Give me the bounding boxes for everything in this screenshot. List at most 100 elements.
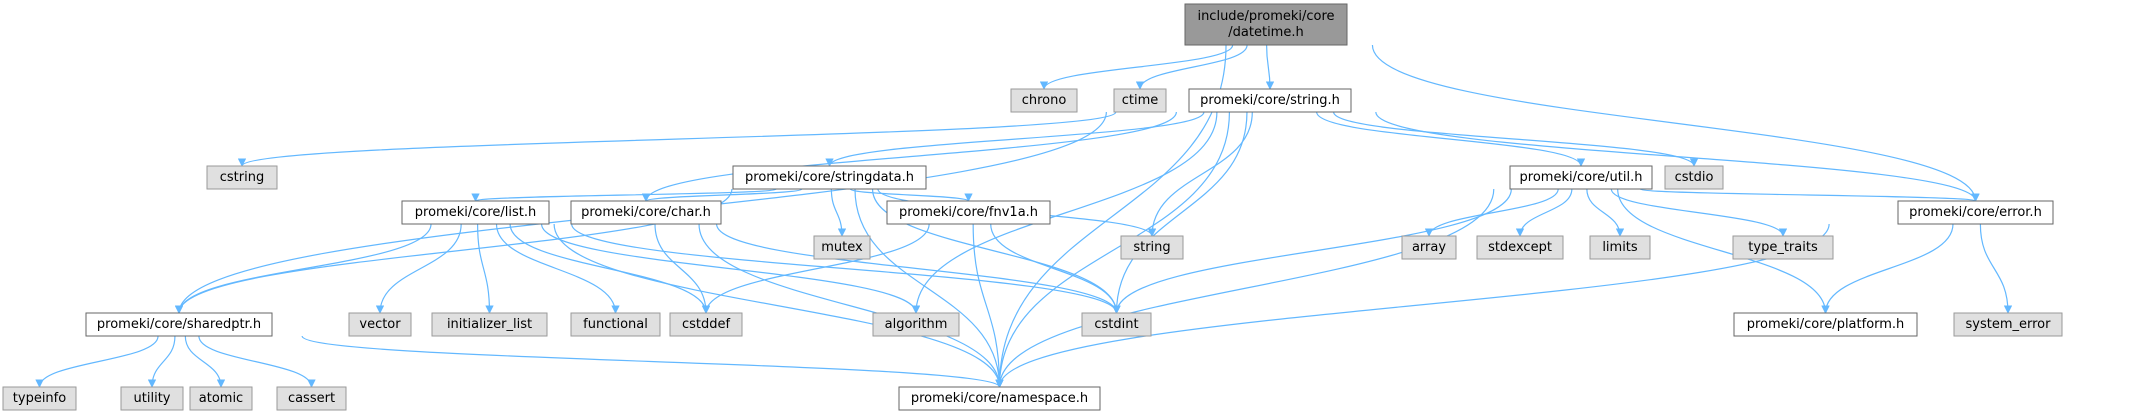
node-box-cstdint xyxy=(1081,312,1152,337)
node-label-char: promeki/core/char.h xyxy=(581,205,711,220)
node-box-stringdata[interactable] xyxy=(732,165,927,190)
edge-util-to-array xyxy=(1424,188,1559,237)
edge-util-to-type_traits xyxy=(1610,188,1788,237)
edge-string_h-to-error xyxy=(1375,111,1980,202)
node-label-platform: promeki/core/platform.h xyxy=(1747,317,1905,332)
edge-util-to-stdexcept xyxy=(1515,188,1573,237)
node-limits: limits xyxy=(1589,235,1651,260)
edge-sharedptr-to-typeinfo xyxy=(35,335,159,388)
nodes-layer: include/promeki/core/datetime.h chrono cti… xyxy=(2,3,2063,411)
node-string-h[interactable]: promeki/core/string.h xyxy=(1188,88,1352,113)
node-box-ctime xyxy=(1113,88,1167,113)
edge-stringdata-to-fnv1a xyxy=(849,188,973,202)
node-box-atomic xyxy=(189,386,253,411)
node-error[interactable]: promeki/core/error.h xyxy=(1897,200,2054,225)
node-box-functional xyxy=(570,312,661,337)
node-datetime[interactable]: include/promeki/core/datetime.h xyxy=(1184,3,1348,46)
node-label-datetime: include/promeki/core xyxy=(1197,9,1334,24)
edge-string_h-to-algorithm xyxy=(911,111,1218,314)
node-box-list[interactable] xyxy=(401,200,550,225)
edge-datetime-to-chrono xyxy=(1039,44,1234,90)
edge-char-to-cstddef xyxy=(654,223,711,314)
edge-string_h-to-util xyxy=(1316,111,1586,167)
node-initializer-list: initializer_list xyxy=(431,312,548,337)
node-fnv1a[interactable]: promeki/core/fnv1a.h xyxy=(886,200,1051,225)
node-label-ctime: ctime xyxy=(1122,93,1159,108)
node-char[interactable]: promeki/core/char.h xyxy=(570,200,722,225)
edge-string_h-to-cstdint xyxy=(1112,111,1248,314)
node-stringdata[interactable]: promeki/core/stringdata.h xyxy=(732,165,927,190)
edge-stringdata-to-namespace xyxy=(854,188,1004,388)
node-util[interactable]: promeki/core/util.h xyxy=(1509,165,1653,190)
node-label-chrono: chrono xyxy=(1022,93,1067,108)
edge-stringdata-to-mutex xyxy=(830,188,847,237)
node-label-stdexcept: stdexcept xyxy=(1488,240,1552,255)
node-string: string xyxy=(1120,235,1184,260)
node-sharedptr[interactable]: promeki/core/sharedptr.h xyxy=(85,312,273,337)
node-platform[interactable]: promeki/core/platform.h xyxy=(1733,312,1918,337)
node-list[interactable]: promeki/core/list.h xyxy=(401,200,550,225)
node-box-datetime[interactable] xyxy=(1184,3,1348,46)
node-box-typeinfo xyxy=(2,386,77,411)
node-label-type-traits: type_traits xyxy=(1748,240,1818,255)
edge-util-to-cstdint xyxy=(1112,188,1512,314)
node-box-util[interactable] xyxy=(1509,165,1653,190)
node-box-system-error xyxy=(1953,312,2063,337)
node-box-array xyxy=(1401,235,1457,260)
node-label-cstring: cstring xyxy=(220,170,264,185)
edge-error-to-system_error xyxy=(1979,223,2013,314)
edge-list-to-cstddef xyxy=(509,223,711,314)
node-box-platform[interactable] xyxy=(1733,312,1918,337)
edge-sharedptr-to-utility xyxy=(147,335,176,388)
edge-util-to-error xyxy=(1639,188,1980,202)
edges-layer xyxy=(35,44,2013,388)
edge-list-to-cstdint xyxy=(571,223,1121,314)
node-box-cstdio xyxy=(1664,165,1724,190)
node-label-functional: functional xyxy=(583,317,648,332)
edge-string_h-to-namespace xyxy=(995,111,1231,388)
node-chrono: chrono xyxy=(1010,88,1078,113)
node-box-fnv1a[interactable] xyxy=(886,200,1051,225)
node-box-stdexcept xyxy=(1476,235,1564,260)
edge-char-to-namespace xyxy=(698,223,1004,388)
node-label-cstdio: cstdio xyxy=(1675,170,1714,185)
node-array: array xyxy=(1401,235,1457,260)
node-label-system-error: system_error xyxy=(1966,317,2052,332)
node-box-cstring xyxy=(206,165,278,190)
edge-string_h-to-cstring xyxy=(238,111,1117,167)
node-box-error[interactable] xyxy=(1897,200,2054,225)
edge-sharedptr-to-cassert xyxy=(198,335,316,388)
edge-char-to-cstdint xyxy=(715,223,1121,314)
node-label-datetime: /datetime.h xyxy=(1228,25,1303,40)
node-label-util: promeki/core/util.h xyxy=(1520,170,1643,185)
node-box-string xyxy=(1120,235,1184,260)
node-label-algorithm: algorithm xyxy=(885,317,948,332)
node-label-mutex: mutex xyxy=(821,240,863,255)
node-label-vector: vector xyxy=(359,317,401,332)
edge-list-to-sharedptr xyxy=(174,223,432,314)
edge-util-to-namespace xyxy=(995,188,1495,388)
node-box-initializer-list xyxy=(431,312,548,337)
node-label-cassert: cassert xyxy=(288,391,335,406)
edge-util-to-platform xyxy=(1617,188,1830,314)
edge-string_h-to-stringdata xyxy=(825,111,1205,167)
edge-fnv1a-to-cstddef xyxy=(701,223,930,314)
node-box-utility xyxy=(120,386,184,411)
node-box-string-h[interactable] xyxy=(1188,88,1352,113)
node-box-char[interactable] xyxy=(570,200,722,225)
edge-list-to-functional xyxy=(495,223,620,314)
node-namespace[interactable]: promeki/core/namespace.h xyxy=(898,386,1101,411)
node-box-limits xyxy=(1589,235,1651,260)
node-label-namespace: promeki/core/namespace.h xyxy=(911,391,1088,406)
node-box-sharedptr[interactable] xyxy=(85,312,273,337)
node-mutex: mutex xyxy=(813,235,871,260)
edge-error-to-platform xyxy=(1821,223,1954,314)
node-box-namespace[interactable] xyxy=(898,386,1101,411)
node-cstddef: cstddef xyxy=(669,312,743,337)
edge-sharedptr-to-atomic xyxy=(184,335,226,388)
node-cstring: cstring xyxy=(206,165,278,190)
node-ctime: ctime xyxy=(1113,88,1167,113)
node-label-cstdint: cstdint xyxy=(1094,317,1138,332)
edge-list-to-namespace xyxy=(553,223,1004,388)
node-cstdio: cstdio xyxy=(1664,165,1724,190)
